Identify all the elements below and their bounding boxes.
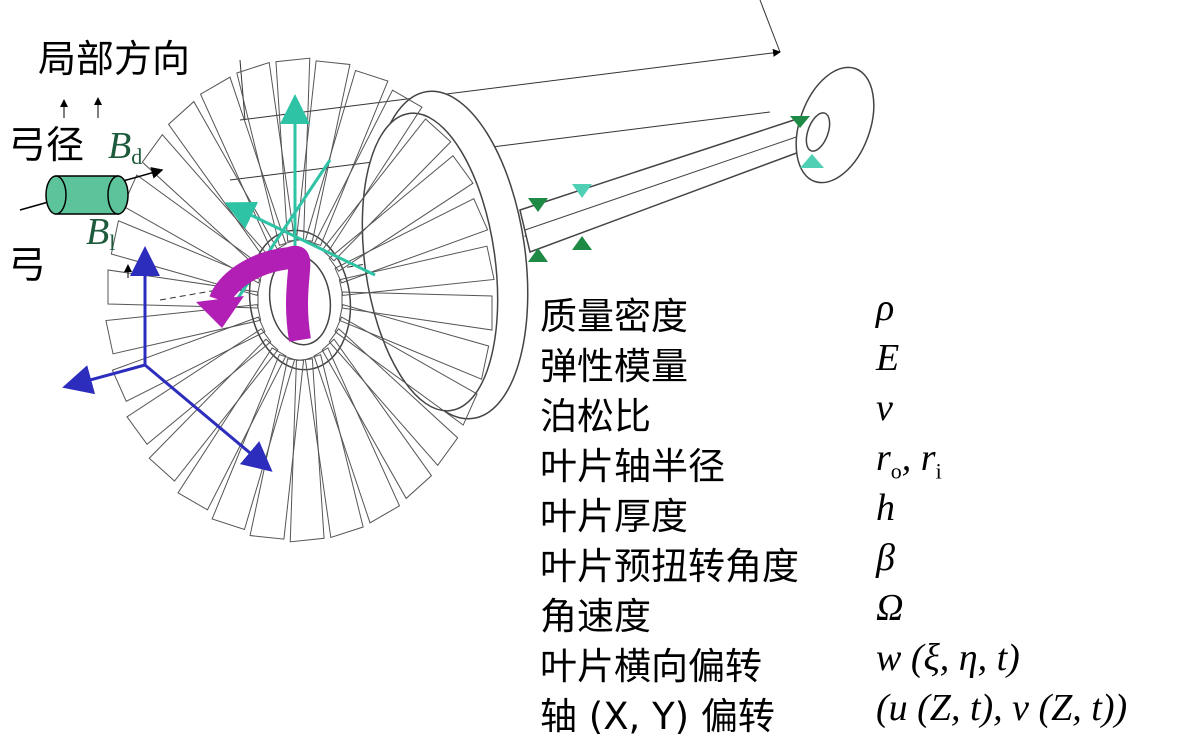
- blade: [110, 220, 262, 296]
- property-symbol: h: [876, 487, 895, 529]
- blade: [338, 304, 490, 380]
- blade: [249, 358, 305, 540]
- property-symbol: (u (Z, t), v (Z, t)): [876, 687, 1128, 729]
- blade: [341, 291, 493, 331]
- blade: [111, 316, 266, 402]
- property-symbol: Ω: [876, 587, 904, 629]
- blade: [236, 61, 296, 247]
- property-symbol: E: [876, 337, 900, 379]
- property-symbol: ro, ri: [876, 437, 942, 484]
- blade: [328, 154, 474, 272]
- blade: [338, 245, 495, 296]
- bearing-supports: [528, 116, 824, 262]
- rotation-arrow-icon: [196, 245, 311, 342]
- blade: [211, 353, 296, 531]
- property-name: 弹性模量: [540, 345, 688, 388]
- property-symbol: ρ: [876, 287, 895, 329]
- local-direction-ticks: [60, 97, 132, 278]
- property-name: 泊松比: [540, 395, 651, 438]
- blade-set: [105, 57, 495, 543]
- blade: [334, 316, 478, 426]
- blade: [313, 347, 401, 524]
- property-symbol: β: [876, 537, 895, 579]
- bd-symbol: Bd: [108, 125, 142, 169]
- blade: [177, 347, 287, 511]
- blade: [334, 198, 489, 284]
- blade: [328, 328, 459, 467]
- blade: [148, 338, 279, 482]
- blade: [304, 69, 389, 247]
- chord-diameter-label: 弓径: [8, 123, 84, 167]
- property-symbol: ν: [876, 387, 893, 429]
- property-name: 角速度: [540, 595, 651, 638]
- property-name: 叶片轴半径: [540, 445, 725, 488]
- global-axes: [62, 246, 273, 472]
- chord-label: 弓: [8, 243, 46, 287]
- shaft: [519, 66, 875, 253]
- bl-symbol: Bl: [86, 211, 115, 255]
- blade-element-cylinder-icon: [19, 167, 164, 215]
- blade: [321, 338, 433, 500]
- property-name: 叶片厚度: [540, 495, 688, 538]
- local-direction-label: 局部方向: [38, 37, 190, 81]
- blade: [289, 358, 325, 543]
- blade: [107, 269, 259, 309]
- property-name: 质量密度: [540, 295, 688, 338]
- property-symbol: w (ξ, η, t): [876, 637, 1020, 679]
- property-name: 叶片横向偏转: [540, 645, 762, 688]
- property-name: 轴 (X, Y) 偏转: [540, 695, 775, 738]
- blade: [304, 353, 364, 539]
- property-name: 叶片预扭转角度: [540, 545, 799, 588]
- blade: [105, 304, 262, 355]
- blade: [321, 118, 452, 262]
- dimension-lines: [159, 0, 781, 301]
